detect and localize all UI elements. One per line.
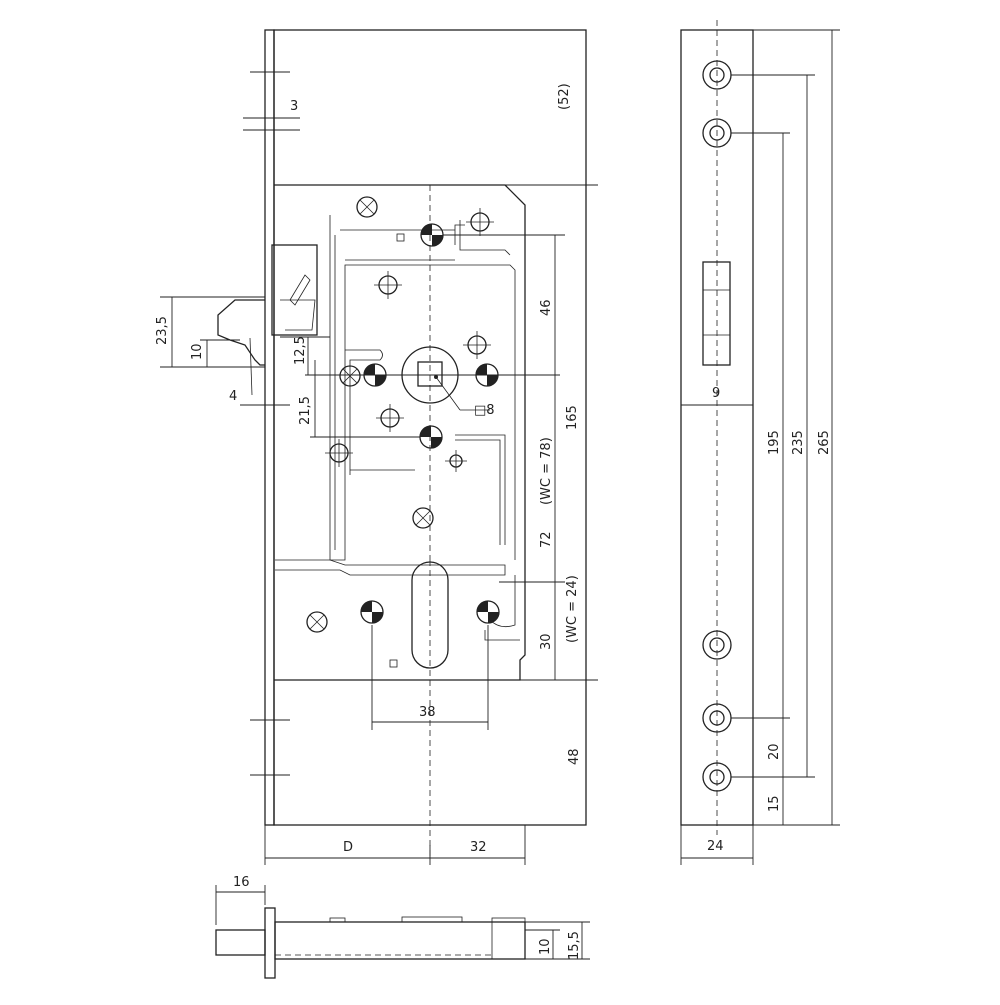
- dim-48: 48: [567, 748, 582, 765]
- dim-32: 32: [470, 840, 487, 855]
- dim-16: 16: [233, 875, 250, 890]
- front-dimensions: [160, 29, 598, 865]
- dim-265: 265: [817, 430, 832, 455]
- dim-square-8: □8: [474, 403, 495, 418]
- dim-wc-78: (WC = 78): [539, 437, 554, 505]
- dim-52: (52): [557, 83, 572, 110]
- dim-3: 3: [290, 99, 298, 114]
- latch-slot: [702, 261, 731, 366]
- dim-30: 30: [539, 633, 554, 650]
- dim-12-5: 12,5: [293, 336, 308, 365]
- dim-D: D: [343, 840, 353, 855]
- dim-10-bottom: 10: [538, 938, 553, 955]
- dim-4: 4: [229, 389, 237, 404]
- latch-bolt: [217, 299, 265, 366]
- dim-15: 15: [767, 795, 782, 812]
- dim-15-5: 15,5: [567, 931, 582, 960]
- dim-165: 165: [565, 405, 580, 430]
- dim-21-5: 21,5: [298, 396, 313, 425]
- dim-wc-24: (WC = 24): [565, 575, 580, 643]
- latch-housing: [271, 244, 318, 336]
- dim-235: 235: [791, 430, 806, 455]
- dim-38: 38: [419, 705, 436, 720]
- dim-72: 72: [539, 531, 554, 548]
- forend-plate: [264, 29, 275, 826]
- bottom-view: 16 10 15,5: [215, 875, 590, 979]
- screw-holes: [306, 196, 500, 668]
- dim-10: 10: [190, 343, 205, 360]
- dim-23-5: 23,5: [155, 316, 170, 345]
- forend-bottom: [264, 907, 276, 979]
- latch-bolt-bottom: [215, 929, 266, 956]
- dim-24: 24: [707, 839, 724, 854]
- dim-195: 195: [767, 430, 782, 455]
- dim-20: 20: [767, 743, 782, 760]
- cylinder-cutout: [411, 561, 449, 669]
- front-view: (52) 3 23,5 10 12,5 4 21,5 □8 46 165 (WC…: [155, 29, 598, 865]
- side-dimensions: [680, 29, 840, 865]
- side-view: 9 195 235 265 20 15 24: [680, 20, 840, 865]
- case-bottom: [274, 921, 526, 960]
- dim-46: 46: [539, 299, 554, 316]
- dim-9: 9: [712, 386, 720, 401]
